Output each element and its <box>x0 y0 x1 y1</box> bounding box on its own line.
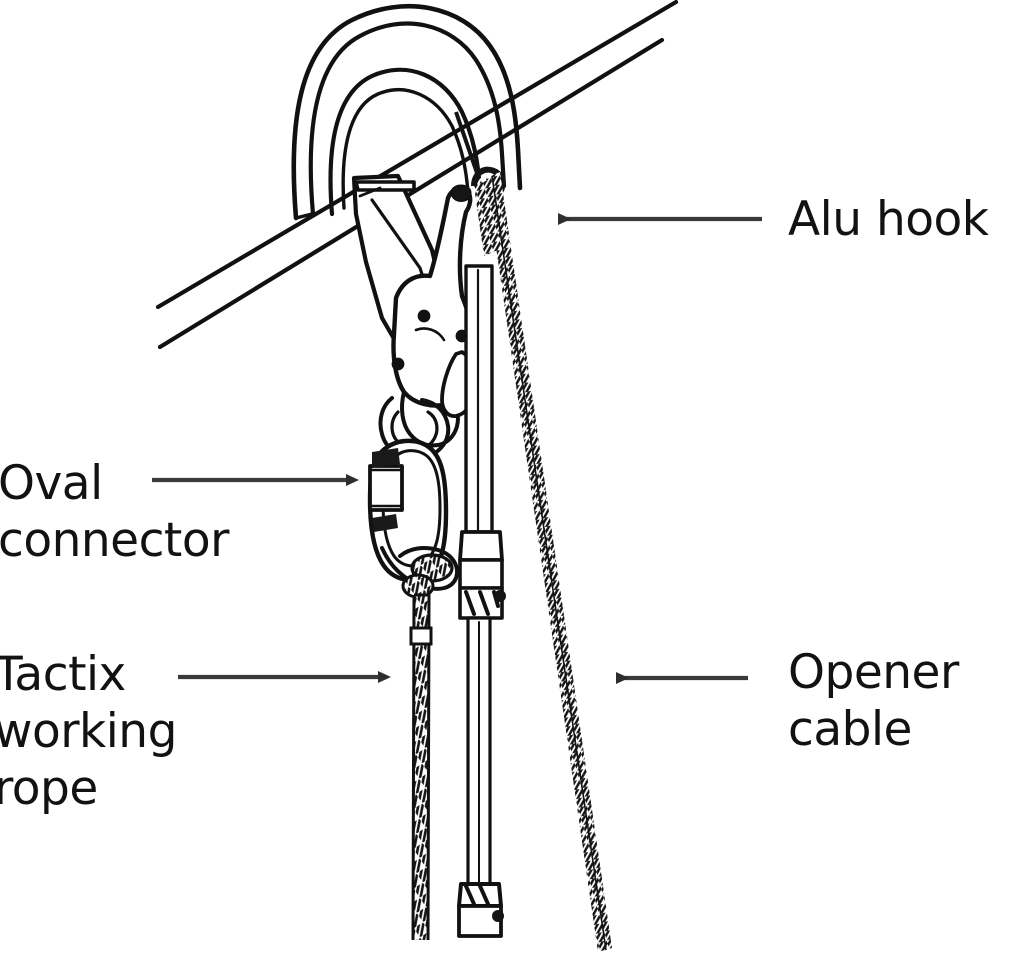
part-branch <box>155 0 679 350</box>
label-alu-hook: Alu hook <box>788 192 989 247</box>
part-hook-body <box>351 173 479 461</box>
label-tactix-working-rope: Tactix working rope <box>0 647 177 816</box>
label-opener-cable: Opener cable <box>788 645 959 757</box>
leader-arrows <box>152 213 762 684</box>
label-oval-connector: Oval connector <box>0 456 229 568</box>
part-alu-hook <box>291 3 523 221</box>
part-opener-tube <box>457 264 506 938</box>
part-working-rope <box>409 593 433 941</box>
